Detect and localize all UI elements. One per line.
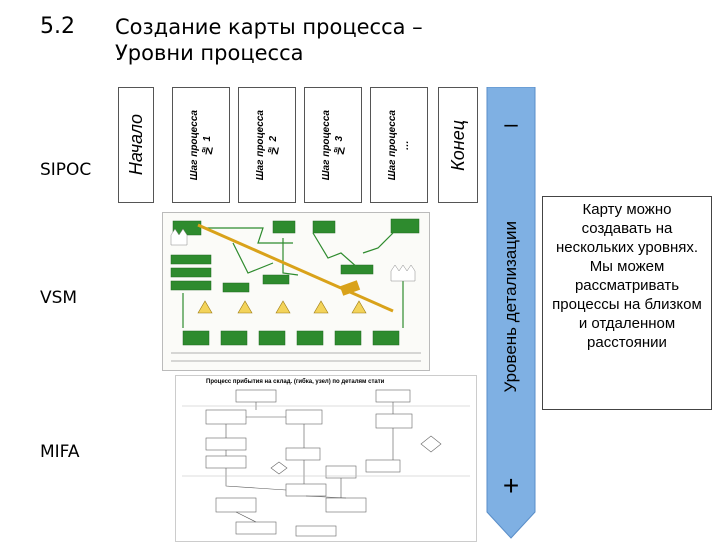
level-label-sipoc: SIPOC	[40, 160, 92, 180]
title-line-1: Создание карты процесса –	[115, 15, 423, 39]
page-title: Создание карты процесса – Уровни процесс…	[115, 14, 423, 66]
detail-axis-label: Уровень детализации	[501, 221, 520, 393]
section-number: 5.2	[40, 14, 75, 39]
plus-sign: +	[502, 470, 520, 501]
sipoc-step-4: Шаг процесса…	[370, 87, 428, 203]
detail-level-arrow: Уровень детализации – +	[485, 86, 537, 540]
sipoc-end-label: Конец	[447, 119, 468, 171]
mifa-map-image: Процесс прибытия на склад. (гибка, узел)…	[175, 375, 477, 542]
level-label-mifa: MIFA	[40, 442, 80, 462]
mifa-title: Процесс прибытия на склад. (гибка, узел)…	[206, 379, 385, 385]
minus-sign: –	[504, 111, 518, 138]
sipoc-start-label: Начало	[125, 114, 146, 176]
mifa-flowchart	[182, 389, 470, 537]
vsm-map-image	[162, 212, 430, 371]
note-box: Карту можно создавать на нескольких уров…	[542, 196, 712, 410]
level-label-vsm: VSM	[40, 288, 78, 308]
sipoc-start-box: Начало	[118, 87, 154, 203]
title-line-2: Уровни процесса	[115, 41, 304, 65]
sipoc-step-label: Шаг процесса…	[387, 109, 411, 181]
sipoc-end-box: Конец	[438, 87, 478, 203]
detail-arrow-shape	[486, 86, 536, 539]
vsm-diagram	[170, 218, 421, 362]
